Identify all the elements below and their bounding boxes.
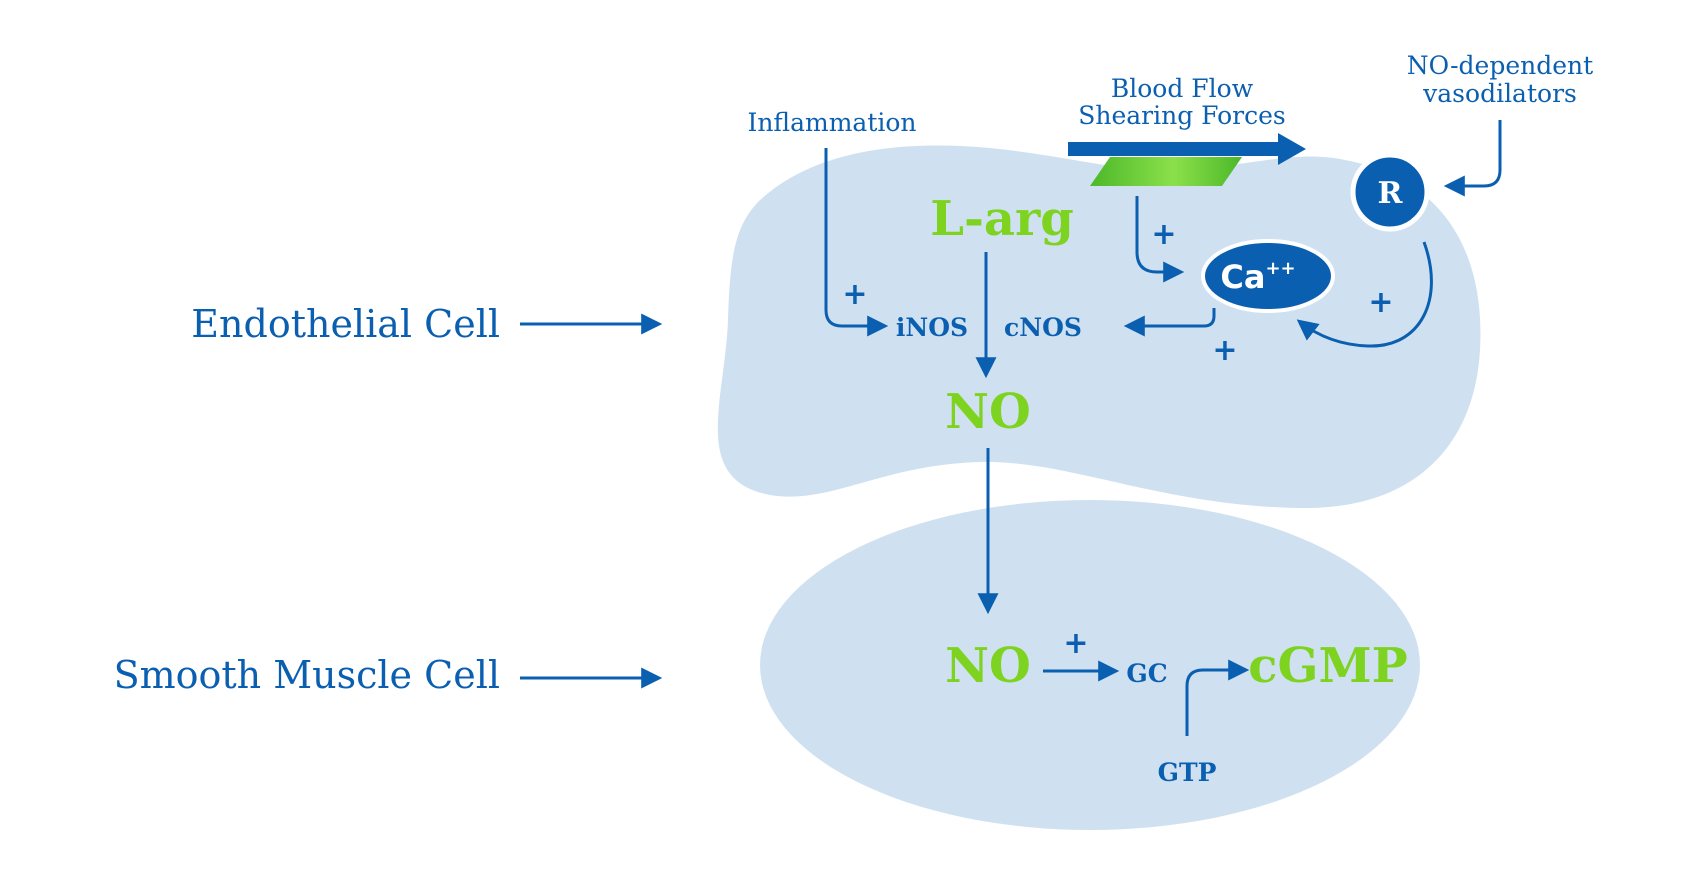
calcium-label: Ca++: [1220, 258, 1295, 296]
inflammation-to-inos-arrow: [824, 148, 889, 337]
no-dependent-label-line2: vasodilators: [1422, 79, 1577, 108]
cgmp-label: cGMP: [1248, 638, 1407, 694]
blood-flow-label-line2: Shearing Forces: [1078, 101, 1286, 130]
calcium-to-cnos-arrow: [1123, 308, 1216, 337]
no-gc-plus-sign: +: [1063, 626, 1088, 661]
gtp-to-cgmp-arrow: [1185, 659, 1250, 736]
endothelial-cell-shape: [717, 145, 1481, 509]
inos-label: iNOS: [896, 313, 968, 342]
vasodilator-to-receptor-arrow: [1443, 120, 1502, 197]
receptor-plus-sign: +: [1368, 285, 1393, 320]
no-dependent-label-line1: NO-dependent: [1407, 51, 1593, 80]
inflammation-plus-sign: +: [842, 277, 867, 312]
cnos-label: cNOS: [1004, 313, 1082, 342]
smooth-muscle-cell-label: Smooth Muscle Cell: [114, 653, 500, 697]
gc-label: GC: [1126, 659, 1167, 688]
gtp-label: GTP: [1158, 758, 1217, 787]
inflammation-label: Inflammation: [747, 108, 916, 137]
calcium-plus-sign: +: [1212, 333, 1237, 368]
smooth-muscle-cell-shape: [760, 500, 1420, 830]
endothelial-cell-label: Endothelial Cell: [191, 302, 500, 346]
blood-flow-label-line1: Blood Flow: [1111, 74, 1254, 103]
shear-to-calcium-arrow: [1135, 196, 1185, 283]
blood-flow-arrow: [1068, 133, 1306, 165]
l-arg-label: L-arg: [930, 191, 1074, 247]
receptor-circle: [1350, 152, 1430, 232]
no-endothelial-label: NO: [945, 384, 1031, 440]
receptor-to-calcium-arrow: [1296, 241, 1433, 348]
shear-plus-sign: +: [1151, 217, 1176, 252]
calcium-ellipse: [1201, 239, 1335, 313]
no-smooth-muscle-label: NO: [945, 638, 1031, 694]
receptor-label: R: [1378, 176, 1404, 211]
shear-sensor-pad: [1090, 157, 1242, 186]
